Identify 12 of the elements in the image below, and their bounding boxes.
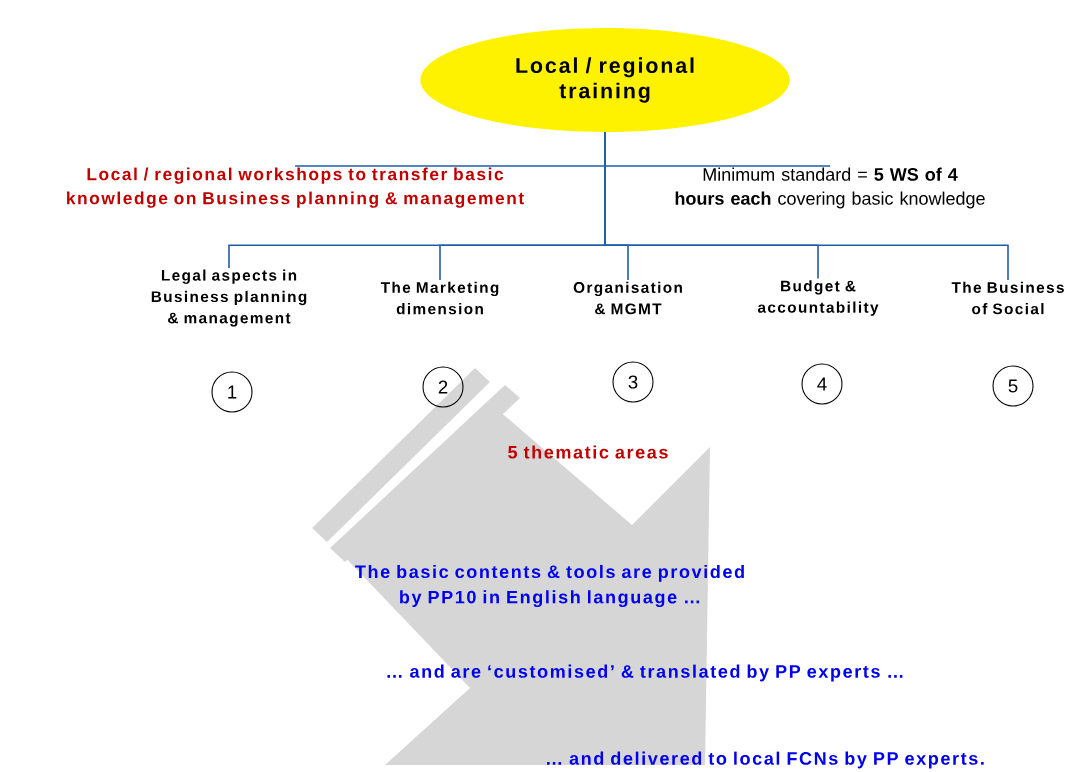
theme-label: Legal aspects in Business planning & management: [151, 269, 307, 327]
note-text: … and delivered to local FCNs by PP experts.: [547, 751, 984, 769]
description-text: Minimum standard = 5 WS of 4 hours each covering basic knowledge: [675, 167, 985, 209]
theme-label: The Business of Social: [951, 281, 1064, 315]
note-text: The basic contents & tools are provided by PP10 in English language …: [355, 564, 744, 608]
connector-line: [604, 131, 1009, 281]
theme-label: The Marketing dimension: [380, 281, 499, 315]
theme-label: Budget & accountability: [757, 280, 879, 316]
note-text: … and are ‘customised’ & translated by PP experts …: [387, 664, 903, 682]
description-text: Local / regional workshops to transfer basic knowledge on Business planning & management: [67, 167, 524, 208]
theme-label: Organisation & MGMT: [573, 281, 682, 315]
heading-text: 5 thematic areas: [508, 445, 668, 459]
